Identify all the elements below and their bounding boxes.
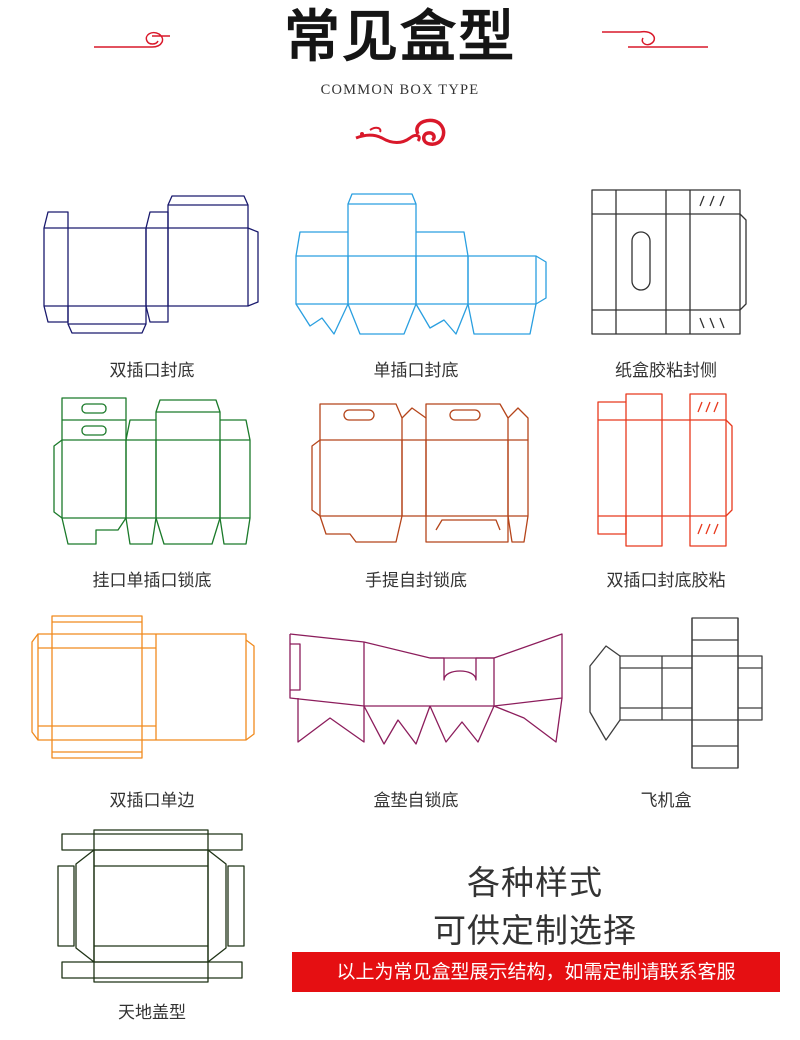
box-caption-8: 盒垫自锁底 (373, 791, 459, 811)
box-caption-7: 双插口单边 (109, 791, 195, 811)
tagline-line-1: 各种样式 (467, 863, 603, 902)
box-caption-4: 挂口单插口锁底 (92, 571, 212, 591)
left-swirl-line-icon (94, 31, 170, 48)
page-subtitle: COMMON BOX TYPE (320, 82, 480, 98)
box-caption-3: 纸盒胶粘封侧 (615, 361, 717, 381)
auspicious-cloud-icon (355, 118, 446, 146)
box-caption-1: 双插口封底 (109, 361, 195, 381)
box-caption-5: 手提自封锁底 (365, 571, 467, 591)
contact-note-banner: 以上为常见盒型展示结构，如需定制请联系客服 (292, 952, 780, 992)
page-title: 常见盒型 (284, 4, 516, 70)
box-caption-6: 双插口封底胶粘 (606, 571, 726, 591)
box-caption-9: 飞机盒 (640, 791, 692, 811)
box-caption-2: 单插口封底 (373, 361, 459, 381)
tagline-line-2: 可供定制选择 (433, 911, 637, 950)
box-caption-10: 天地盖型 (118, 1003, 186, 1023)
right-swirl-line-icon (602, 30, 708, 48)
